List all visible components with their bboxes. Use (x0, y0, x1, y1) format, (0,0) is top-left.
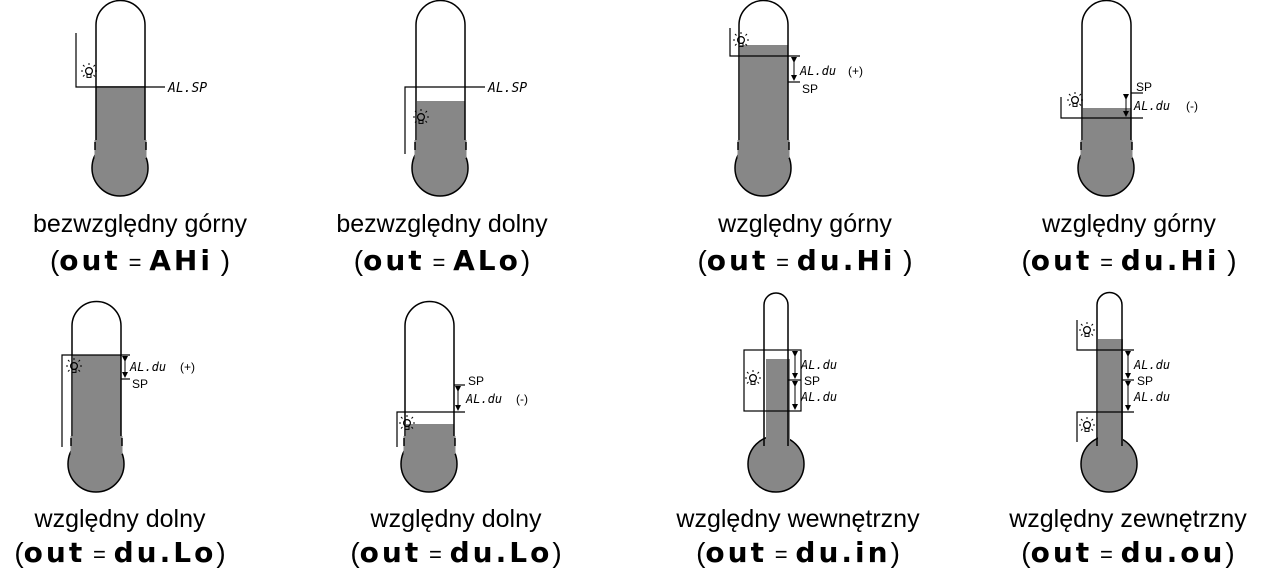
sp-label: SP (802, 82, 818, 96)
thermometer-1-fill (96, 86, 145, 158)
sp-label: SP (468, 374, 484, 388)
sp-label: SP (132, 377, 148, 391)
paren-open: ( (350, 537, 360, 568)
equals-sign: = (774, 542, 788, 567)
sp-label: SP (1137, 374, 1153, 388)
thermometer-6: SP AL.du (-) (396, 300, 528, 493)
al-du-label: AL.du (800, 390, 837, 404)
alarm-zone-1 (75, 33, 165, 88)
thermometer-1-tube (95, 0, 146, 150)
formula-5: (out = du.Lo) (0, 537, 270, 571)
paren-open: ( (1021, 537, 1031, 568)
alarm-bulb-icon (1066, 91, 1084, 108)
equals-sign: = (1100, 250, 1113, 275)
out-code: out (359, 536, 422, 569)
caption-4: względny górny (1042, 210, 1216, 238)
formula-2: (out = ALo) (292, 245, 592, 279)
thermometer-4: SP AL.du (-) (1060, 0, 1198, 197)
thermometer-2-fill (417, 101, 465, 158)
mode-code: du.Hi (796, 244, 896, 277)
alarm-bulb-icon (1078, 321, 1096, 337)
al-du-label: AL.du (800, 358, 837, 372)
paren-close: ) (1225, 537, 1235, 568)
sp-label: SP (804, 374, 820, 388)
paren-close: ) (552, 537, 562, 568)
mode-code: du.in (795, 536, 891, 569)
sign-label: (-) (516, 392, 528, 406)
paren-close: ) (890, 537, 900, 568)
equals-sign: = (429, 542, 442, 567)
out-code: out (59, 244, 121, 277)
out-code: out (23, 536, 86, 569)
equals-sign: = (93, 542, 106, 567)
formula-7: (out = du.in) (648, 537, 948, 571)
sign-label: (-) (1186, 99, 1198, 113)
equals-sign: = (432, 250, 446, 275)
thermometer-8: AL.du SP AL.du (1076, 291, 1170, 493)
thermometer-1: AL.SP (75, 0, 207, 197)
paren-close: ) (216, 537, 226, 568)
alarm-bulb-icon (1078, 416, 1096, 432)
al-du-label: AL.du (799, 64, 836, 78)
al-du-label: AL.du (1133, 390, 1170, 404)
formula-4: (out = du.Hi ) (979, 245, 1273, 279)
alarm-bulb-icon (732, 31, 750, 48)
paren-close: ) (520, 245, 531, 276)
out-code: out (705, 536, 767, 569)
paren-close: ) (903, 245, 913, 276)
thermometer-2: AL.SP (404, 0, 527, 197)
paren-open: ( (353, 245, 364, 276)
al-sp-label: AL.SP (487, 81, 527, 96)
out-code: out (706, 244, 769, 277)
sp-label: SP (1136, 80, 1152, 94)
thermometer-7: AL.du SP AL.du (743, 292, 837, 493)
al-du-label: AL.du (465, 392, 502, 406)
out-code: out (1030, 536, 1093, 569)
formula-8: (out = du.ou) (978, 537, 1273, 571)
equals-sign: = (1099, 542, 1113, 567)
sign-label: (+) (180, 360, 195, 374)
al-du-label: AL.du (129, 360, 166, 374)
paren-open: ( (1021, 245, 1031, 276)
out-code: out (1030, 244, 1093, 277)
caption-1: bezwzględny górny (32, 210, 247, 238)
caption-2: bezwzględny dolny (336, 210, 548, 238)
formula-1: (out = AHi ) (0, 245, 290, 279)
alarm-bulb-icon (744, 369, 762, 385)
al-du-label: AL.du (1133, 358, 1170, 372)
equals-sign: = (128, 250, 142, 275)
out-code: out (363, 244, 425, 277)
mode-code: AHi (149, 244, 213, 277)
alarm-bulb-icon (80, 62, 98, 79)
mode-code: du.ou (1120, 536, 1226, 569)
formula-3: (out = du.Hi ) (655, 245, 955, 279)
al-sp-label: AL.SP (167, 81, 207, 96)
al-du-label: AL.du (1133, 99, 1170, 113)
caption-5: względny dolny (34, 505, 206, 533)
paren-open: ( (14, 537, 24, 568)
paren-open: ( (697, 245, 707, 276)
caption-7: względny wewnętrzny (676, 505, 920, 533)
paren-open: ( (696, 537, 706, 568)
caption-3: względny górny (718, 210, 892, 238)
mode-code: ALo (453, 244, 521, 277)
paren-close: ) (220, 245, 231, 276)
caption-6: względny dolny (370, 505, 542, 533)
sign-label: (+) (848, 64, 863, 78)
thermometer-3: AL.du (+) SP (729, 0, 863, 197)
caption-8: względny zewnętrzny (1009, 505, 1247, 533)
formula-6: (out = du.Lo) (306, 537, 606, 571)
paren-close: ) (1227, 245, 1237, 276)
thermometer-5: AL.du (+) SP (61, 300, 195, 493)
mode-code: du.Hi (1120, 244, 1220, 277)
paren-open: ( (49, 245, 60, 276)
mode-code: du.Lo (449, 536, 553, 569)
equals-sign: = (776, 250, 789, 275)
mode-code: du.Lo (113, 536, 217, 569)
